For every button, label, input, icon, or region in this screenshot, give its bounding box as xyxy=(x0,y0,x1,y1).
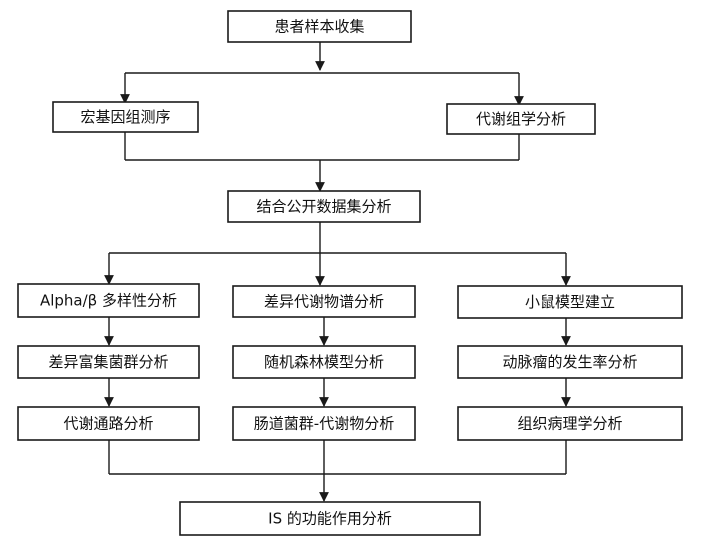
node-label: 代谢通路分析 xyxy=(63,415,153,433)
node-label: 组织病理学分析 xyxy=(517,415,622,433)
node-label: 动脉瘤的发生率分析 xyxy=(502,353,637,371)
node-label: 患者样本收集 xyxy=(274,18,364,36)
connectors xyxy=(104,42,571,502)
node-label: 差异富集菌群分析 xyxy=(48,353,168,371)
node-label: Alpha/β 多样性分析 xyxy=(40,292,177,310)
node-alpha-beta-diversity: Alpha/β 多样性分析 xyxy=(17,283,200,318)
node-mouse-model: 小鼠模型建立 xyxy=(457,285,683,319)
node-differentially-enriched-taxa: 差异富集菌群分析 xyxy=(17,345,200,379)
node-label: 宏基因组测序 xyxy=(80,108,170,126)
node-label: IS 的功能作用分析 xyxy=(268,510,392,528)
node-label: 代谢组学分析 xyxy=(476,110,566,128)
node-label: 差异代谢物谱分析 xyxy=(264,293,384,311)
node-microbe-metabolite: 肠道菌群-代谢物分析 xyxy=(232,406,416,441)
node-label: 小鼠模型建立 xyxy=(525,293,615,311)
node-public-dataset-analysis: 结合公开数据集分析 xyxy=(227,190,421,223)
node-metagenomic-sequencing: 宏基因组测序 xyxy=(52,101,199,133)
node-metabolic-pathway: 代谢通路分析 xyxy=(17,406,200,441)
node-differential-metabolite-profile: 差异代谢物谱分析 xyxy=(232,285,416,318)
node-aneurysm-incidence: 动脉瘤的发生率分析 xyxy=(457,345,683,379)
node-label: 随机森林模型分析 xyxy=(264,353,384,371)
node-sample-collection: 患者样本收集 xyxy=(227,10,412,43)
node-random-forest-model: 随机森林模型分析 xyxy=(232,345,416,379)
node-label: 结合公开数据集分析 xyxy=(256,198,391,216)
node-is-function: IS 的功能作用分析 xyxy=(179,501,481,536)
node-histopathology: 组织病理学分析 xyxy=(457,406,683,441)
node-label: 肠道菌群-代谢物分析 xyxy=(254,415,394,433)
node-metabolomic-analysis: 代谢组学分析 xyxy=(446,103,596,135)
